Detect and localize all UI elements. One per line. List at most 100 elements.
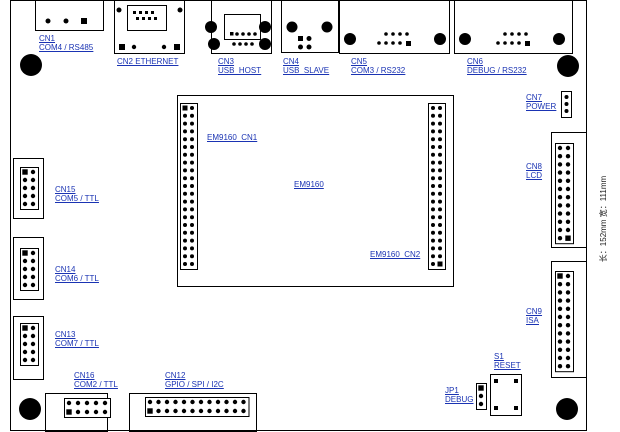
pin	[183, 145, 187, 149]
pin	[66, 400, 72, 406]
jp1-desc: DEBUG	[445, 395, 474, 404]
pin	[565, 323, 571, 328]
pin	[438, 199, 442, 204]
pin	[190, 168, 194, 173]
pin	[183, 230, 187, 235]
cn7-label: CN7 POWER	[526, 93, 556, 111]
pin	[190, 254, 194, 259]
cn15-label: CN15 COM5 / TTL	[55, 185, 99, 203]
pin	[30, 333, 36, 339]
pin	[431, 246, 435, 251]
pin	[557, 170, 563, 175]
pin	[565, 364, 571, 369]
pin	[190, 145, 194, 149]
pin	[478, 401, 484, 407]
pin	[173, 408, 178, 414]
pin	[190, 246, 194, 251]
jp1-label: JP1 DEBUG	[445, 386, 473, 404]
pin	[183, 121, 187, 126]
pin	[241, 408, 246, 414]
pin	[557, 306, 563, 311]
pin	[438, 207, 442, 212]
pin	[30, 201, 36, 207]
pin	[190, 137, 194, 142]
dimension-note-container: 长：152mm 宽：111mm	[596, 150, 610, 290]
pin	[190, 176, 194, 181]
cn14-desc: COM6 / TTL	[55, 274, 99, 283]
cn16-ref: CN16	[74, 371, 95, 380]
connector-frame	[13, 316, 44, 380]
pin	[75, 400, 81, 406]
header-outline	[428, 103, 446, 270]
pin	[181, 408, 187, 414]
cn9-desc: ISA	[526, 316, 539, 325]
pin	[438, 176, 442, 181]
cn3-ref: CN3	[218, 57, 235, 66]
pin	[30, 258, 36, 264]
pin	[431, 145, 435, 149]
pin	[183, 184, 187, 188]
pin	[198, 408, 204, 414]
header-outline	[180, 103, 198, 270]
pin	[565, 273, 571, 279]
pin	[30, 250, 36, 256]
cn13-label: CN13 COM7 / TTL	[55, 330, 99, 348]
pin	[190, 184, 194, 188]
pin	[30, 357, 36, 363]
s1-ref: S1	[494, 352, 504, 361]
pin	[215, 408, 221, 414]
em9160-cn2-header	[428, 103, 446, 270]
em9160-label: EM9160	[294, 180, 324, 189]
pin	[183, 176, 187, 181]
cn13-ref: CN13	[55, 330, 76, 339]
pin	[102, 400, 108, 406]
pin-1	[22, 250, 28, 256]
cn5-com3-connector	[339, 0, 450, 54]
pin-1	[565, 235, 571, 241]
pin	[22, 258, 28, 264]
pin	[183, 207, 187, 212]
pin	[183, 129, 187, 134]
pin	[22, 193, 28, 199]
pin	[557, 145, 563, 151]
cn14-com6-header	[13, 237, 44, 300]
pin	[438, 121, 442, 126]
pin	[22, 266, 28, 272]
pin	[173, 399, 178, 405]
pin	[207, 399, 212, 405]
pin	[565, 170, 571, 175]
pin	[22, 282, 28, 288]
cn13-desc: COM7 / TTL	[55, 339, 99, 348]
pin	[431, 137, 435, 142]
pin	[183, 238, 187, 243]
pin	[30, 349, 36, 355]
cn6-debug-connector	[454, 0, 573, 54]
pin	[224, 399, 229, 405]
cn12-desc: GPIO / SPI / I2C	[165, 380, 224, 389]
pin	[190, 215, 194, 220]
pin	[84, 400, 90, 406]
cn12-ref: CN12	[165, 371, 186, 380]
cn7-desc: POWER	[526, 102, 557, 111]
pin	[190, 408, 195, 414]
pin	[438, 254, 442, 259]
cn12-label: CN12 GPIO / SPI / I2C	[165, 371, 224, 389]
pin	[30, 341, 36, 347]
pin	[190, 230, 194, 235]
pin	[557, 162, 563, 167]
cn7-ref: CN7	[526, 93, 543, 102]
pin	[156, 408, 161, 414]
pin	[22, 177, 28, 183]
pin	[30, 185, 36, 191]
cn9-isa-header	[551, 261, 587, 378]
pin	[190, 191, 194, 196]
pin	[431, 106, 435, 110]
pin	[431, 129, 435, 134]
pin	[164, 399, 170, 405]
pin	[438, 238, 442, 243]
dimension-note: 长：152mm 宽：111mm	[599, 175, 608, 263]
pin	[22, 185, 28, 191]
cn9-ref: CN9	[526, 307, 543, 316]
pin	[438, 223, 442, 227]
pin	[431, 254, 435, 259]
